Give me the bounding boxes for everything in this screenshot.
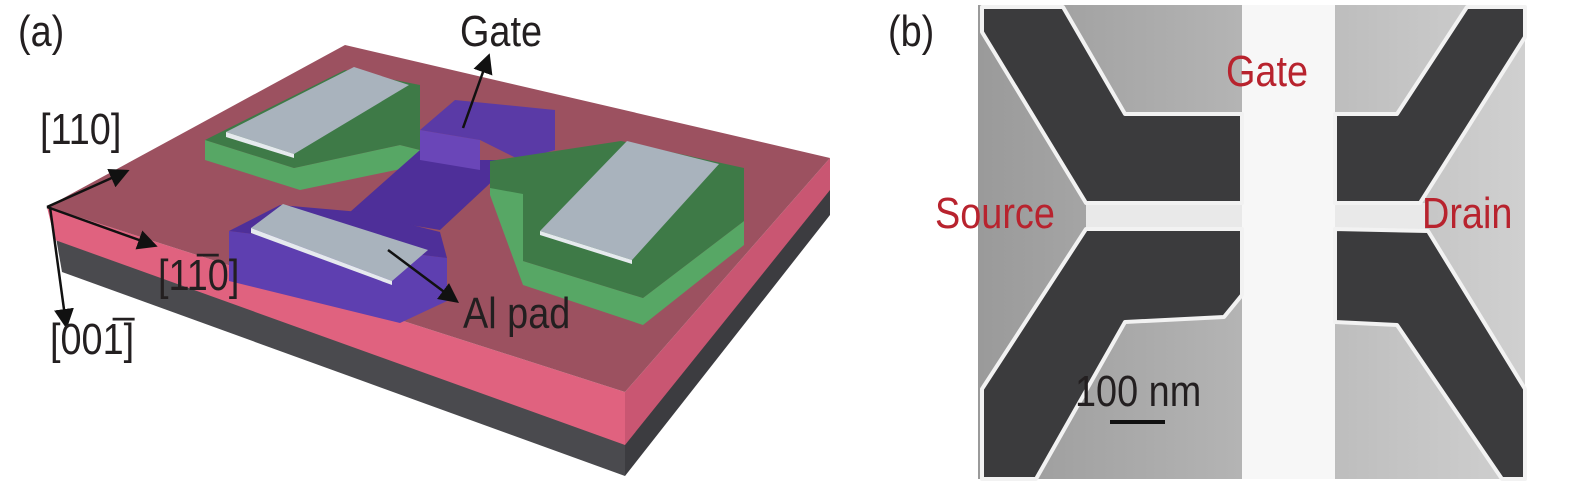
bottom-left-dark-region <box>980 227 1244 481</box>
drain-label: Drain <box>1422 189 1513 238</box>
source-label: Source <box>935 189 1055 238</box>
al-pad-label: Al pad <box>463 289 571 338</box>
axis-001bar-label: [001̅] <box>50 315 135 364</box>
gate-block-front <box>420 130 480 170</box>
source-channel <box>1086 203 1242 229</box>
device-schematic <box>46 45 830 476</box>
left-al-pad <box>226 67 409 154</box>
lower-al-pad <box>251 204 428 281</box>
left-al-pad-edge <box>226 132 294 158</box>
base-layer-front <box>55 232 625 476</box>
axis-1bar10-arrow <box>46 205 158 250</box>
right-al-pad-edge <box>540 231 632 264</box>
axis-001bar-arrow <box>48 206 74 329</box>
sem-gate-label: Gate <box>1226 47 1309 96</box>
top-left-dark-region <box>980 5 1244 205</box>
drain-channel <box>1335 203 1425 229</box>
right-al-pad <box>540 141 719 260</box>
sem-image <box>978 5 1527 481</box>
right-pad-green-side <box>490 170 744 325</box>
top-right-dark-region <box>1333 5 1527 205</box>
gate-block-top <box>420 100 555 160</box>
scale-bar-label: 100 nm <box>1075 367 1202 416</box>
panel-a-label: (a) <box>18 7 65 56</box>
gate-electrode <box>1242 5 1335 479</box>
axis-110-label: [110] <box>40 105 122 154</box>
al-pad-pointer-arrow <box>387 248 460 303</box>
bottom-right-dark-region <box>1333 227 1527 481</box>
axis-1bar10-label: [11̅0] <box>158 251 240 300</box>
substrate-side-right <box>625 158 830 445</box>
base-layer-right <box>625 188 830 476</box>
axis-110-arrow <box>46 169 130 209</box>
panel-b-label: (b) <box>888 7 935 56</box>
gate-pointer-arrow <box>461 53 493 129</box>
gate-label: Gate <box>460 7 543 56</box>
gate-stripe <box>350 150 515 230</box>
left-pad-green-side <box>205 140 420 190</box>
lower-al-pad-edge <box>251 228 392 285</box>
substrate-side-front <box>47 207 625 445</box>
